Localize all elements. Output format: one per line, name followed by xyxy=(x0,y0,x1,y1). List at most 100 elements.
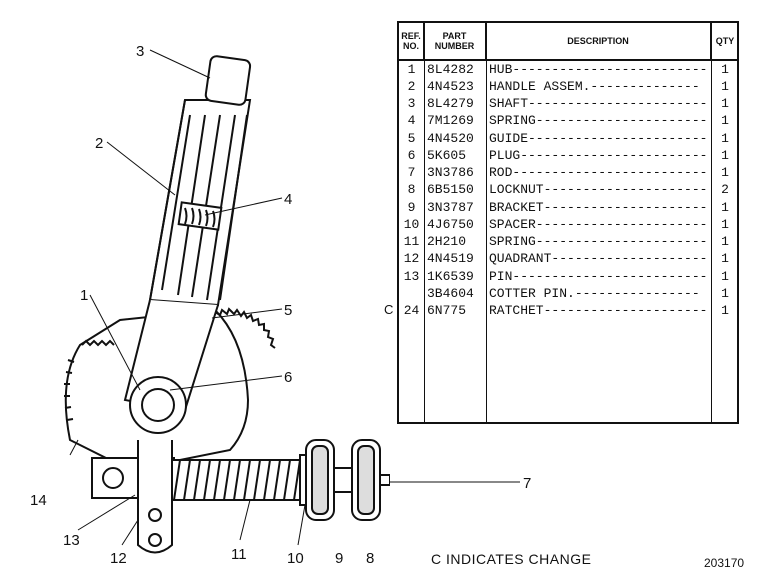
qty-cell: 1 xyxy=(721,286,729,301)
description-cell: SPRING---------------------- xyxy=(489,113,708,128)
description-cell: QUADRANT-------------------- xyxy=(489,251,708,266)
callout-14: 14 xyxy=(30,492,47,509)
callout-4: 4 xyxy=(284,191,292,208)
callout-5: 5 xyxy=(284,302,292,319)
header-qty: QTY xyxy=(715,36,735,46)
part-cell: 5K605 xyxy=(427,148,467,163)
description-cell: HANDLE ASSEM.-------------- xyxy=(489,79,700,94)
description-cell: COTTER PIN.---------------- xyxy=(489,286,700,301)
callout-2: 2 xyxy=(95,135,103,152)
callout-9: 9 xyxy=(335,550,343,567)
part-cell: 2H210 xyxy=(427,234,467,249)
callout-13: 13 xyxy=(63,532,80,549)
ref-cell: 1 xyxy=(407,62,416,77)
exploded-parts-diagram: 3 2 4 1 5 6 14 13 12 11 10 9 8 xyxy=(30,43,390,567)
callout-11: 11 xyxy=(231,546,247,563)
part-cell: 8L4279 xyxy=(427,96,474,111)
callout-7-group: 7 xyxy=(390,475,531,492)
qty-cell: 1 xyxy=(721,303,729,318)
qty-cell: 2 xyxy=(721,182,729,197)
part-cell: 4N4520 xyxy=(427,131,474,146)
ref-cell: 4 xyxy=(407,113,416,128)
part-cell: 7M1269 xyxy=(427,113,474,128)
callout-12: 12 xyxy=(110,550,127,567)
rod-part xyxy=(379,474,390,486)
description-cell: SHAFT----------------------- xyxy=(489,96,708,111)
header-part-number: PART NUMBER xyxy=(424,23,486,59)
table-row: 12 4N4519 QUADRANT-------------------- 1 xyxy=(399,250,737,267)
qty-cell: 1 xyxy=(721,217,729,232)
ref-cell: 5 xyxy=(407,131,416,146)
callout-1: 1 xyxy=(80,287,88,304)
table-row: 13 1K6539 PIN------------------------- 1 xyxy=(399,268,737,285)
description-cell: PLUG------------------------ xyxy=(489,148,708,163)
qty-cell: 1 xyxy=(721,269,729,284)
table-row: 10 4J6750 SPACER---------------------- 1 xyxy=(399,216,737,233)
column-divider xyxy=(711,23,712,422)
table-row: 2 4N4523 HANDLE ASSEM.-------------- 1 xyxy=(399,78,737,95)
callout-10: 10 xyxy=(287,550,304,567)
qty-cell: 1 xyxy=(721,131,729,146)
drawing-number: 203170 xyxy=(704,556,745,570)
ref-cell: 11 xyxy=(403,234,420,249)
quadrant-link xyxy=(137,440,173,554)
ref-cell: 13 xyxy=(403,269,420,284)
shaft-top xyxy=(204,55,252,106)
table-row: 8 6B5150 LOCKNUT--------------------- 2 xyxy=(399,181,737,198)
part-cell: 1K6539 xyxy=(427,269,474,284)
change-note: C INDICATES CHANGE xyxy=(431,551,592,567)
header-ref: REF. NO. xyxy=(399,23,424,59)
table-row: 4 7M1269 SPRING---------------------- 1 xyxy=(399,112,737,129)
part-cell: 4N4519 xyxy=(427,251,474,266)
table-row: 11 2H210 SPRING---------------------- 1 xyxy=(399,233,737,250)
table-row: 7 3N3786 ROD------------------------- 1 xyxy=(399,164,737,181)
ref-cell: 3 xyxy=(407,96,416,111)
column-divider xyxy=(486,23,487,422)
description-cell: SPACER---------------------- xyxy=(489,217,708,232)
ref-cell: 2 xyxy=(407,79,416,94)
qty-cell: 1 xyxy=(721,96,729,111)
ref-cell: 8 xyxy=(407,182,416,197)
ref-cell: 7 xyxy=(407,165,416,180)
description-cell: ROD------------------------- xyxy=(489,165,708,180)
ref-cell: 9 xyxy=(407,200,416,215)
part-cell: 6N775 xyxy=(427,303,467,318)
ref-cell: 10 xyxy=(403,217,420,232)
part-cell: 3N3787 xyxy=(427,200,474,215)
column-divider xyxy=(424,23,425,422)
description-cell: PIN------------------------- xyxy=(489,269,708,284)
ref-cell: 12 xyxy=(403,251,420,266)
part-cell: 4J6750 xyxy=(427,217,474,232)
table-row: 24 6N775 RATCHET--------------------- 1 xyxy=(399,302,737,319)
change-marker: C xyxy=(384,302,394,317)
qty-cell: 1 xyxy=(721,113,729,128)
description-cell: SPRING---------------------- xyxy=(489,234,708,249)
table-row: 3 8L4279 SHAFT----------------------- 1 xyxy=(399,95,737,112)
callout-3: 3 xyxy=(136,43,144,60)
plug-part xyxy=(141,388,175,422)
part-cell: 6B5150 xyxy=(427,182,474,197)
qty-cell: 1 xyxy=(721,148,729,163)
qty-cell: 1 xyxy=(721,79,729,94)
part-cell: 4N4523 xyxy=(427,79,474,94)
callout-6: 6 xyxy=(284,369,292,386)
description-cell: RATCHET--------------------- xyxy=(489,303,708,318)
ref-cell: 24 xyxy=(403,303,420,318)
description-cell: LOCKNUT--------------------- xyxy=(489,182,708,197)
description-cell: HUB------------------------- xyxy=(489,62,708,77)
qty-cell: 1 xyxy=(721,234,729,249)
quadrant-teeth xyxy=(81,307,276,349)
qty-cell: 1 xyxy=(721,165,729,180)
part-cell: 3B4604 xyxy=(427,286,474,301)
header-description: DESCRIPTION xyxy=(486,23,711,59)
description-cell: GUIDE----------------------- xyxy=(489,131,708,146)
qty-cell: 1 xyxy=(721,251,729,266)
part-cell: 8L4282 xyxy=(427,62,474,77)
qty-cell: 1 xyxy=(721,200,729,215)
callout-7: 7 xyxy=(523,475,531,492)
part-cell: 3N3786 xyxy=(427,165,474,180)
